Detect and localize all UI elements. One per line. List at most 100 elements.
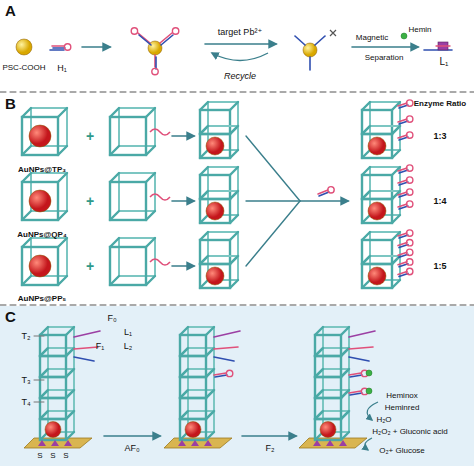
dna-frame-edge <box>200 232 208 240</box>
gold-electrode <box>164 438 232 448</box>
annotation-label: L₁ <box>124 328 132 337</box>
linker-strand <box>150 129 170 135</box>
dna-frame-back <box>208 191 238 215</box>
dna-frame-edge <box>66 369 74 377</box>
dna-frame-edge <box>40 348 48 356</box>
dna-frame-edge <box>230 232 238 240</box>
dna-frame-back <box>370 102 400 126</box>
dna-frame-back <box>208 167 238 191</box>
dna-frame-edge <box>110 276 119 285</box>
panel-separator <box>0 92 474 93</box>
scissors <box>330 30 336 36</box>
hairpin-stem <box>350 375 362 377</box>
hairpin-stem <box>398 204 407 207</box>
dna-frame-edge <box>341 369 349 377</box>
dna-frame-edge <box>392 126 400 134</box>
dna-frame-edge <box>66 348 74 356</box>
dna-frame-edge <box>315 348 323 356</box>
dna-frame-edge <box>110 173 119 182</box>
dna-frame-back <box>31 173 67 211</box>
dna-frame-edge <box>315 432 323 440</box>
annotation-label: S <box>63 452 68 460</box>
dna-frame-edge <box>200 167 208 175</box>
dna-frame-back <box>208 102 238 126</box>
dna-frame-back <box>370 167 400 191</box>
dna-frame-edge <box>66 369 74 377</box>
annotation-label: S <box>37 452 42 460</box>
hairpin-loop <box>407 177 413 183</box>
dna-frame-back <box>188 369 214 390</box>
dna-frame-edge <box>206 369 214 377</box>
hairpin-stem <box>161 35 173 45</box>
dna-frame-edge <box>180 411 188 419</box>
dna-frame-edge <box>66 411 74 419</box>
hairpin-stem <box>398 168 407 171</box>
dna-frame-back <box>48 369 74 390</box>
annotation-label: Enzyme Ratio <box>414 100 466 108</box>
hairpin-loop <box>407 249 413 255</box>
annotation-label: H₁ <box>57 64 67 73</box>
dna-frame-back <box>208 256 238 280</box>
hairpin-loop <box>226 370 232 376</box>
dna-frame-edge <box>180 348 188 356</box>
hairpin-loop <box>407 189 413 195</box>
dna-frame-edge <box>315 369 323 377</box>
cleaved-strand <box>309 57 311 70</box>
gold-nanoparticle <box>45 422 61 438</box>
hairpin-stem <box>399 170 408 173</box>
dna-frame-front <box>40 335 66 356</box>
dna-frame-edge <box>230 150 238 158</box>
hairpin-stem <box>398 252 407 255</box>
dna-frame-edge <box>40 390 48 398</box>
dna-frame-front <box>40 377 66 398</box>
dna-frame-edge <box>315 348 323 356</box>
annotation-label: PSC-COOH <box>2 64 45 72</box>
gold-nanoparticle <box>185 422 201 438</box>
reaction-arrow <box>172 265 194 267</box>
dna-frame-back <box>188 348 214 369</box>
reaction-arrow <box>172 200 194 202</box>
dna-frame-back <box>323 348 349 369</box>
hairpin-stem <box>399 254 408 257</box>
annotation-label: O₂+ Glucose <box>379 447 425 455</box>
annotation-label: L₁ <box>440 57 449 67</box>
dna-frame-edge <box>230 191 238 199</box>
gold-nanoparticle <box>206 267 224 285</box>
dna-frame-edge <box>230 126 238 134</box>
hairpin-stem <box>154 55 156 67</box>
magnetic-bead <box>303 43 317 57</box>
dna-frame-edge <box>200 280 208 288</box>
hairpin-loop <box>407 132 413 138</box>
hairpin-stem <box>399 182 408 185</box>
annotation-label: T₃ <box>21 376 30 385</box>
dna-frame-edge <box>180 432 188 440</box>
dna-frame-edge <box>40 327 48 335</box>
hairpin-stem <box>155 57 157 69</box>
annotation-label: H₂O <box>376 416 391 424</box>
thiol-anchor <box>326 440 334 446</box>
dna-frame-edge <box>40 348 48 356</box>
strand <box>349 331 375 337</box>
dna-frame-edge <box>200 215 208 223</box>
recycle-arrow <box>212 53 268 61</box>
dna-frame-back <box>31 238 67 276</box>
hairpin-loop <box>172 28 178 34</box>
dna-frame-back <box>323 390 349 411</box>
dna-frame-front <box>315 419 341 440</box>
annotation-label: target Pb²⁺ <box>218 28 262 37</box>
merge-line <box>246 136 300 201</box>
hairpin-stem <box>399 264 408 267</box>
dna-frame-front <box>315 398 341 419</box>
dna-frame-back <box>208 126 238 150</box>
dna-frame-edge <box>362 126 370 134</box>
annotation-label: + <box>86 194 94 208</box>
dna-frame-edge <box>40 369 48 377</box>
panel-letter: C <box>5 308 16 325</box>
panel-band: C <box>0 306 474 466</box>
gold-electrode <box>24 438 92 448</box>
hairpin-stem <box>318 190 328 194</box>
annotation-label: Separation <box>365 54 404 62</box>
reaction-arrow <box>82 46 110 48</box>
dna-frame-back <box>323 369 349 390</box>
dna-frame-edge <box>40 411 48 419</box>
